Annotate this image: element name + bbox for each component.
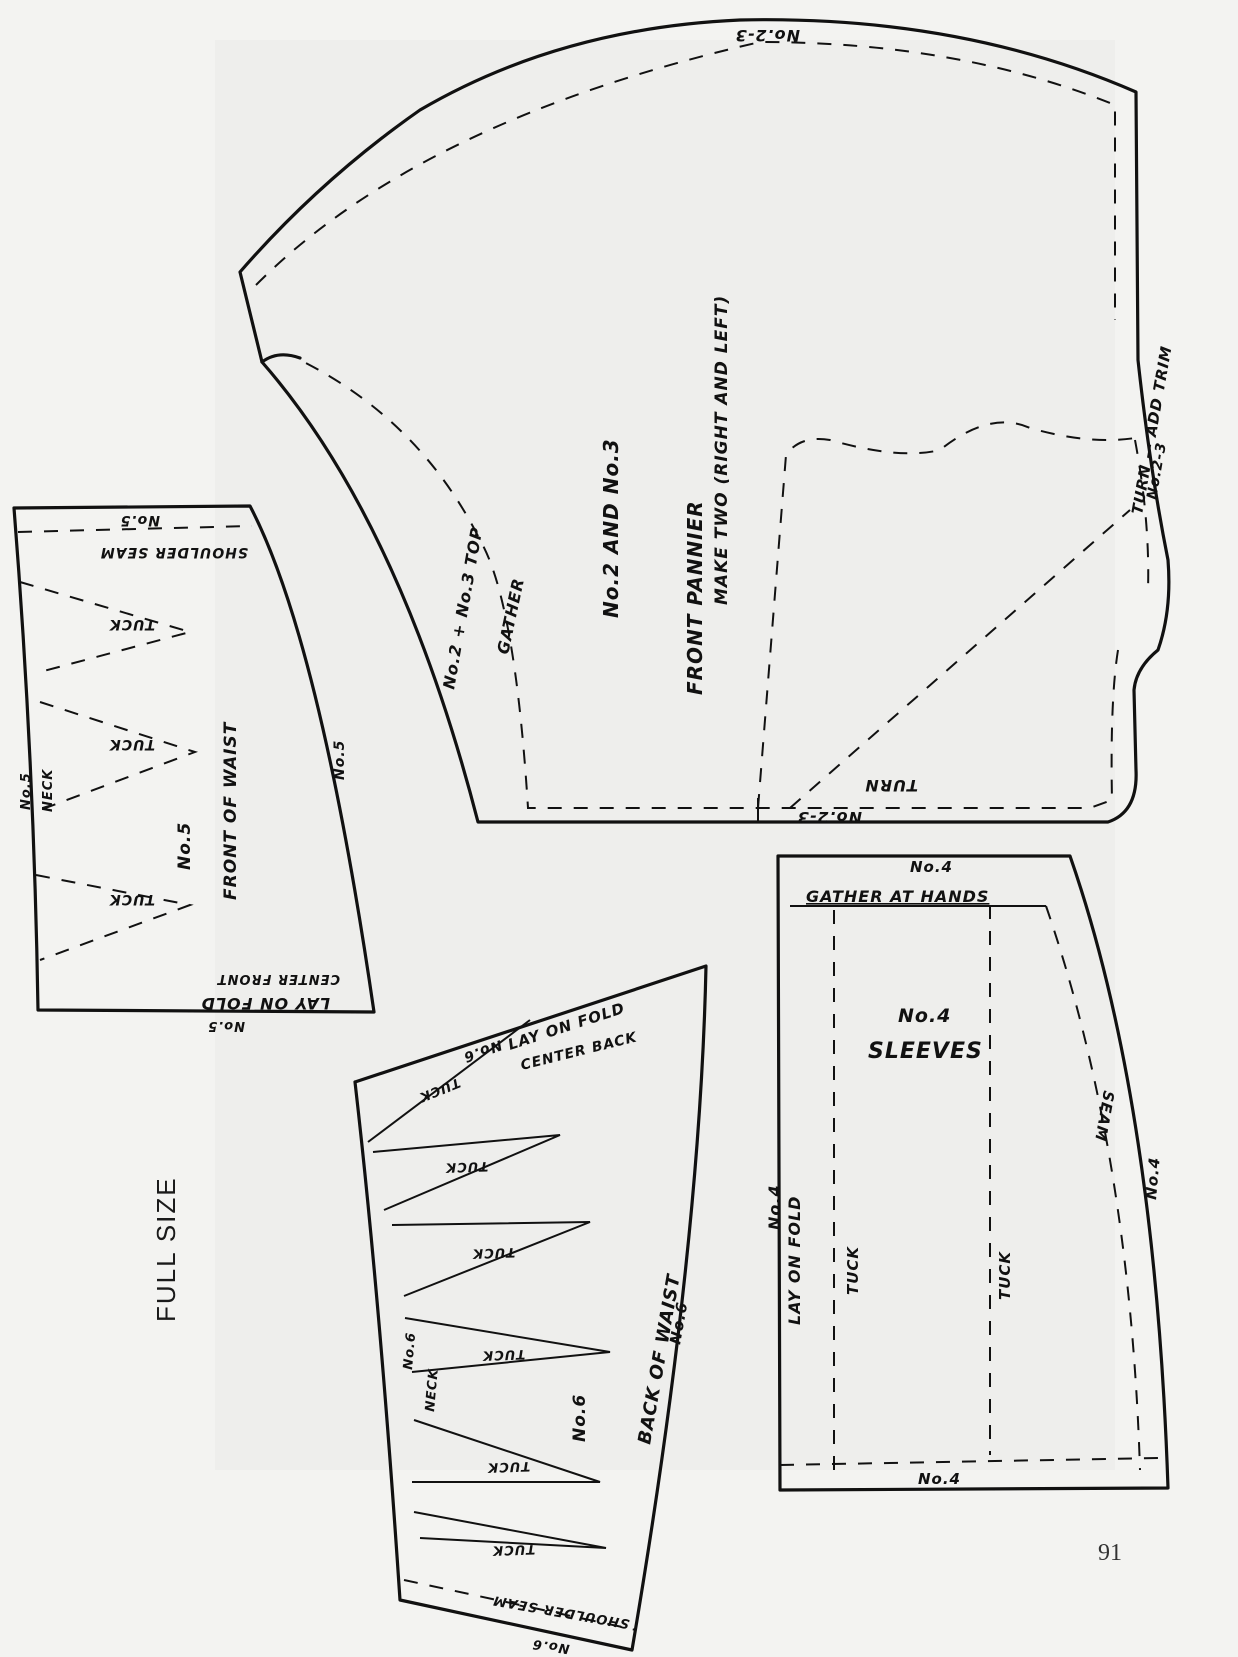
front-waist-label-number: No.5 xyxy=(175,822,195,870)
page-number: 91 xyxy=(1098,1540,1122,1566)
back-waist-tuck-4 xyxy=(412,1419,601,1483)
pattern-front-of-waist: No.5 SHOULDER SEAM TUCK TUCK TUCK No.5 N… xyxy=(12,504,376,1033)
pannier-outline xyxy=(238,18,1171,824)
back-waist-tuck-3 xyxy=(404,1317,611,1373)
back-waist-outline xyxy=(353,964,708,1652)
back-waist-label-number: No.6 xyxy=(570,1394,590,1442)
front-waist-tuck-2 xyxy=(39,701,199,811)
back-waist-tuck-label-6: TUCK xyxy=(492,1541,536,1557)
front-waist-bottom-mark: No.5 xyxy=(207,1018,245,1033)
front-waist-neck: NECK xyxy=(41,769,56,812)
sleeves-seam-line xyxy=(1045,905,1141,1471)
front-waist-side-mark: No.5 xyxy=(332,740,348,780)
front-waist-outline xyxy=(12,504,376,1014)
back-waist-fold-line xyxy=(367,1019,531,1143)
sleeves-side-mark: No.4 xyxy=(1142,1156,1164,1200)
back-waist-tuck-label-5: TUCK xyxy=(487,1458,531,1474)
front-waist-center: CENTER FRONT xyxy=(217,971,340,986)
front-waist-tuck-1 xyxy=(19,581,194,673)
pannier-bottom-mark: No.2-3 xyxy=(797,808,862,827)
back-waist-tuck-label-2: TUCK xyxy=(445,1158,489,1174)
sleeves-tuck-right: TUCK xyxy=(996,1251,1014,1300)
pannier-label-name: FRONT PANNIER xyxy=(683,500,707,695)
front-waist-tuck-label-3: TUCK xyxy=(109,891,155,907)
front-waist-neck-mark: No.5 xyxy=(19,772,34,810)
front-waist-tuck-label-1: TUCK xyxy=(109,616,155,632)
front-waist-fold: LAY ON FOLD xyxy=(201,994,330,1013)
sleeves-fold-mark: No.4 xyxy=(765,1184,784,1230)
back-waist-tuck-1 xyxy=(372,1134,561,1211)
back-waist-neck-mark: No.6 xyxy=(401,1331,419,1370)
sleeves-outline xyxy=(776,854,1170,1492)
back-waist-tuck-label-4: TUCK xyxy=(482,1346,526,1362)
pannier-label-number: No.2 AND No.3 xyxy=(599,438,623,618)
sleeves-tuck-left: TUCK xyxy=(844,1246,862,1295)
back-waist-neck: NECK xyxy=(423,1368,442,1413)
back-waist-tuck-2 xyxy=(391,1221,591,1297)
sleeves-top-mark: No.4 xyxy=(910,858,953,876)
front-waist-tuck-3 xyxy=(35,874,194,961)
front-waist-label-name: FRONT OF WAIST xyxy=(221,721,241,900)
front-waist-shoulder-line xyxy=(17,525,253,533)
pannier-label-make: MAKE TWO (RIGHT AND LEFT) xyxy=(712,295,732,605)
front-waist-shoulder: SHOULDER SEAM xyxy=(100,544,248,560)
sleeves-label-name: SLEEVES xyxy=(868,1039,983,1064)
pannier-top-mark: No.2-3 xyxy=(735,26,800,45)
sleeves-hem-line xyxy=(779,1457,1161,1466)
sleeves-bottom-mark: No.4 xyxy=(918,1470,961,1488)
pannier-turn: TURN xyxy=(864,776,918,795)
pannier-seam-line xyxy=(255,40,1150,809)
pannier-trim-line xyxy=(789,509,1131,809)
sleeves-fold: LAY ON FOLD xyxy=(785,1196,804,1325)
pannier-inner-notch xyxy=(260,353,302,364)
pannier-turn-line xyxy=(757,421,1136,809)
back-waist-tuck-label-3: TUCK xyxy=(472,1244,516,1260)
front-waist-top-mark: No.5 xyxy=(120,512,160,528)
back-waist-bottom-mark: No.6 xyxy=(531,1636,571,1656)
sleeves-gather: GATHER AT HANDS xyxy=(806,887,989,906)
back-waist-tuck-5 xyxy=(413,1511,607,1549)
front-waist-tuck-label-2: TUCK xyxy=(109,736,155,752)
back-waist-shoulder-line xyxy=(403,1579,637,1631)
full-size-heading: FULL SIZE xyxy=(151,1176,181,1322)
sleeves-label-number: No.4 xyxy=(898,1005,951,1027)
page-tint xyxy=(215,40,1115,1470)
pattern-sleeves: No.4 GATHER AT HANDS No.4 SLEEVES No.4 L… xyxy=(765,854,1170,1492)
